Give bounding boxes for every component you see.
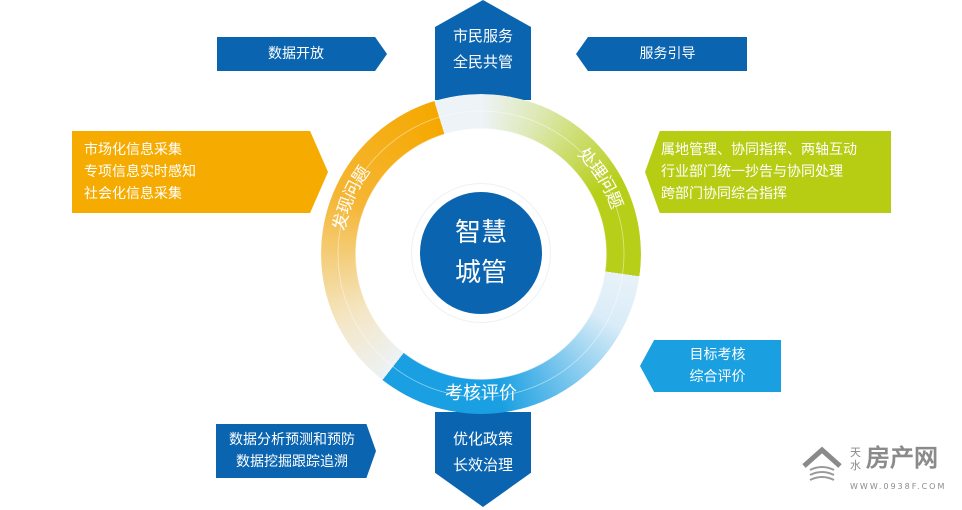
handle-item: 跨部门协同综合指挥 (661, 186, 787, 202)
watermark-logo: 天水 房产网 WWW.0938F.COM (800, 444, 960, 506)
data-open-label: 数据开放 (268, 46, 324, 62)
service-guide-arrow: 服务引导 (576, 37, 747, 71)
handle-box: 属地管理、协同指挥、两轴互动 行业部门统一抄告与协同处理 跨部门协同综合指挥 (645, 131, 891, 213)
analysis-box: 数据分析预测和预防 数据挖掘跟踪追溯 (216, 424, 376, 478)
ring-labels: 发现问题 处理问题 考核评价 (330, 110, 627, 404)
analysis-line2: 数据挖掘跟踪追溯 (236, 454, 348, 470)
discover-item: 社会化信息采集 (84, 186, 182, 202)
bottom-banner-policy: 优化政策 长效治理 (435, 412, 531, 507)
handle-item: 属地管理、协同指挥、两轴互动 (661, 142, 857, 158)
evaluate-line2: 综合评价 (689, 369, 746, 385)
data-open-arrow: 数据开放 (217, 37, 387, 71)
center-smart-city: 智慧 城管 (420, 192, 542, 314)
top-banner-line1: 市民服务 (452, 27, 513, 45)
house-logo-icon (802, 446, 842, 481)
ring-label-handle: 处理问题 (574, 144, 627, 212)
evaluate-box: 目标考核 综合评价 (640, 340, 781, 392)
evaluate-line1: 目标考核 (689, 347, 746, 363)
watermark-brand: 房产网 (866, 444, 938, 472)
handle-item: 行业部门统一抄告与协同处理 (661, 164, 843, 180)
center-line2: 城管 (454, 258, 507, 288)
top-banner-line2: 全民共管 (452, 53, 513, 71)
ring-label-discover: 发现问题 (330, 163, 375, 233)
ring-inner-line (337, 110, 625, 398)
bottom-banner-line1: 优化政策 (452, 430, 513, 448)
bottom-banner-line2: 长效治理 (452, 456, 513, 474)
watermark-brand-small: 天水 (850, 446, 861, 472)
service-guide-label: 服务引导 (639, 46, 696, 62)
discover-item: 专项信息实时感知 (84, 164, 196, 180)
discover-item: 市场化信息采集 (84, 142, 182, 158)
top-banner-citizen-service: 市民服务 全民共管 (435, 0, 531, 100)
center-line1: 智慧 (454, 218, 507, 248)
watermark-url: WWW.0938F.COM (850, 482, 947, 491)
discover-box: 市场化信息采集 专项信息实时感知 社会化信息采集 (72, 131, 328, 213)
ring-label-evaluate: 考核评价 (445, 383, 517, 404)
analysis-line1: 数据分析预测和预防 (229, 432, 355, 448)
